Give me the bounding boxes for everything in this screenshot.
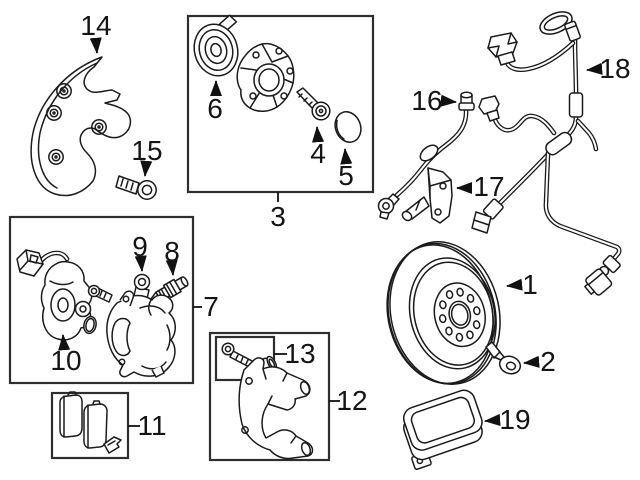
part-16-brake-hose: [377, 91, 475, 220]
callout-label-16: 16: [411, 85, 443, 116]
part-caliper-housing: [106, 290, 176, 378]
callout-label-10: 10: [50, 345, 82, 376]
part-5-dust-cap: [334, 111, 362, 143]
leader-4: [312, 125, 325, 143]
leader-15: [140, 160, 153, 178]
leader-9: [134, 255, 147, 273]
part-1-brake-rotor: [386, 241, 501, 385]
leader-2: [522, 355, 540, 368]
leader-18: [585, 62, 603, 75]
callout-label-5: 5: [338, 160, 354, 191]
part-17-hose-bracket: [401, 167, 453, 224]
leader-8: [165, 259, 178, 277]
part-12-caliper-bracket: [238, 357, 314, 460]
callout-label-6: 6: [207, 93, 223, 124]
callout-label-19: 19: [499, 404, 531, 435]
part-15-bolt: [115, 175, 157, 200]
part-4-hub-bolt: [296, 87, 331, 121]
callout-label-9: 9: [132, 231, 148, 262]
part-14-splash-shield: [30, 56, 132, 197]
callout-lines: [58, 37, 603, 427]
callout-label-17: 17: [473, 171, 505, 202]
leader-14: [89, 37, 102, 55]
part-6-wheel-bearing: [193, 14, 239, 77]
callout-label-13: 13: [284, 338, 316, 369]
part-19-control-module: [402, 389, 483, 470]
callout-label-15: 15: [131, 135, 163, 166]
part-o-ring: [83, 315, 97, 335]
callout-label-4: 4: [310, 138, 326, 169]
part-2-rotor-screw: [485, 341, 522, 375]
callout-label-18: 18: [599, 53, 631, 84]
part-11-brake-pads: [59, 391, 122, 454]
callout-label-1: 1: [522, 269, 538, 300]
part-caliper-guide-bolt: [87, 284, 113, 303]
callout-label-3: 3: [270, 201, 286, 232]
part-10-epb-actuator: [16, 249, 93, 341]
callout-label-11: 11: [137, 410, 167, 441]
callout-label-8: 8: [164, 236, 180, 267]
part-hub-assembly: [236, 42, 295, 112]
leader-5: [340, 147, 353, 165]
callout-label-14: 14: [80, 10, 112, 41]
callout-label-2: 2: [540, 346, 556, 377]
leader-19: [483, 413, 501, 427]
callout-label-7: 7: [203, 291, 219, 322]
part-18-wiring-harness: [471, 11, 622, 296]
callout-label-12: 12: [336, 385, 368, 416]
leader-10: [58, 333, 71, 351]
leader-16: [440, 94, 458, 107]
leader-1: [505, 278, 523, 291]
